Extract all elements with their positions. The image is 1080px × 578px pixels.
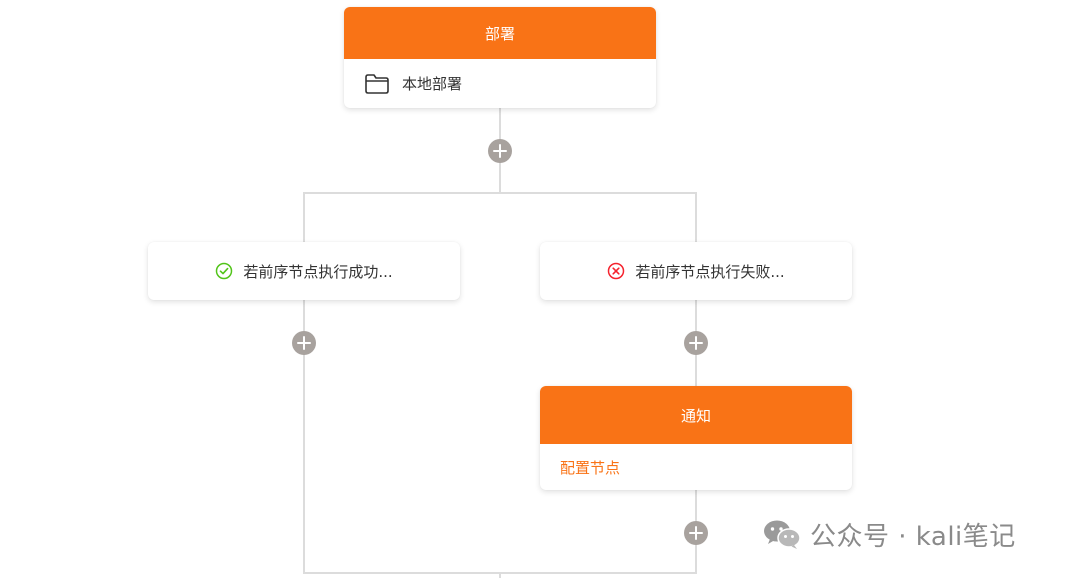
- wechat-icon: [762, 518, 802, 550]
- add-node-button[interactable]: [488, 139, 512, 163]
- plus-circle-icon: [297, 336, 311, 350]
- notify-node-title: 通知: [680, 406, 711, 425]
- notify-node-header: 通知: [540, 386, 852, 444]
- success-branch-label: 若前序节点执行成功...: [243, 262, 393, 281]
- success-branch-node[interactable]: 若前序节点执行成功...: [148, 242, 460, 300]
- notify-node-body[interactable]: 配置节点: [540, 444, 852, 490]
- plus-circle-icon: [689, 336, 703, 350]
- deploy-node[interactable]: 部署 本地部署: [344, 7, 656, 108]
- check-circle-icon: [215, 262, 233, 280]
- connector-line: [303, 192, 697, 194]
- folder-icon: [364, 73, 390, 95]
- deploy-node-body[interactable]: 本地部署: [344, 59, 656, 108]
- connector-line: [499, 572, 501, 578]
- add-node-button[interactable]: [684, 521, 708, 545]
- deploy-node-label: 本地部署: [402, 75, 463, 93]
- deploy-node-title: 部署: [484, 24, 515, 43]
- plus-circle-icon: [493, 144, 507, 158]
- connector-line: [303, 192, 305, 242]
- add-node-button[interactable]: [684, 331, 708, 355]
- connector-line: [303, 300, 305, 574]
- connector-line: [695, 192, 697, 242]
- add-node-button[interactable]: [292, 331, 316, 355]
- deploy-node-header: 部署: [344, 7, 656, 59]
- watermark: 公众号 · kali笔记: [762, 514, 1016, 554]
- notify-node[interactable]: 通知 配置节点: [540, 386, 852, 490]
- failure-branch-node[interactable]: 若前序节点执行失败...: [540, 242, 852, 300]
- close-circle-icon: [607, 262, 625, 280]
- configure-node-link[interactable]: 配置节点: [560, 458, 621, 477]
- watermark-text: 公众号 · kali笔记: [810, 521, 1016, 552]
- failure-branch-label: 若前序节点执行失败...: [635, 262, 785, 281]
- plus-circle-icon: [689, 526, 703, 540]
